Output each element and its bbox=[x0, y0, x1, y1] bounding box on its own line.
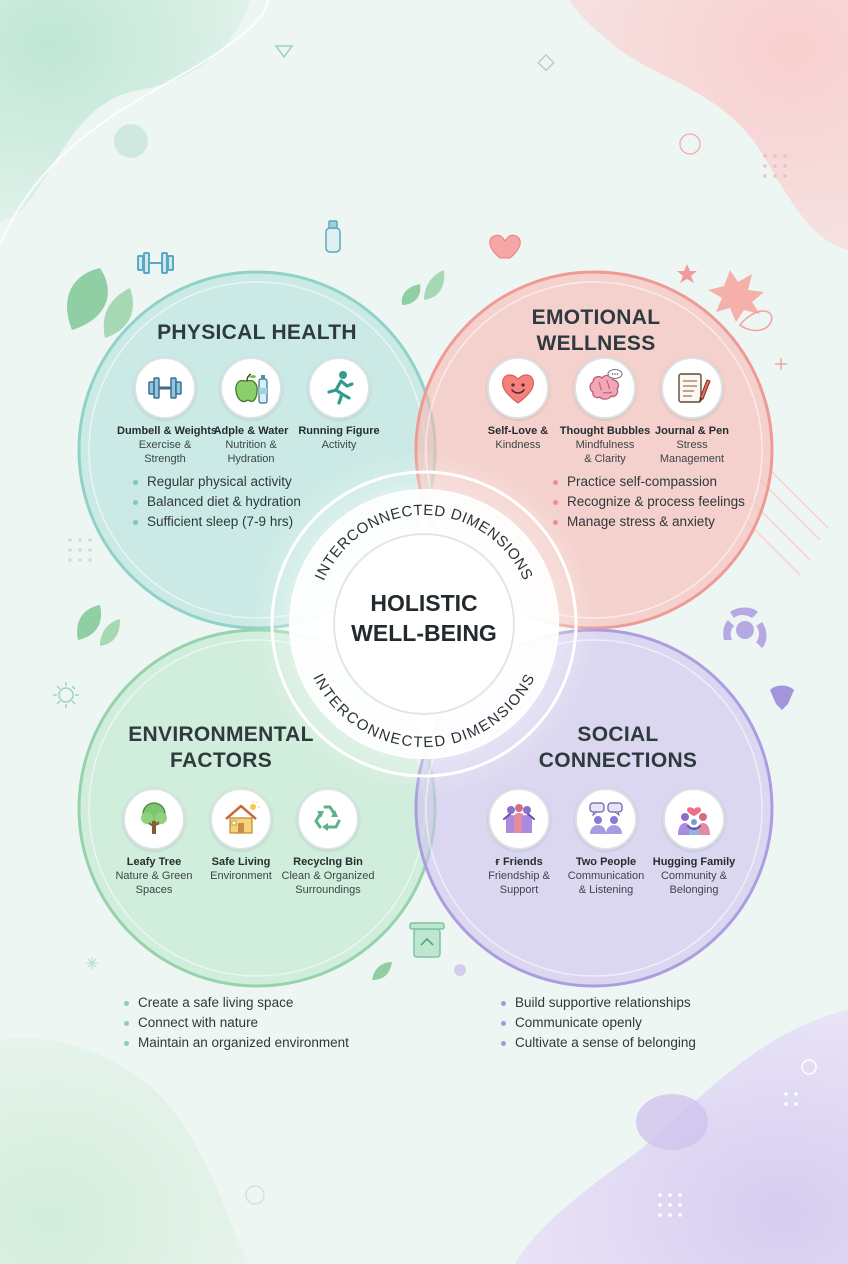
physical-icon-2: Adple & Water Nutrition & Hydration bbox=[203, 357, 299, 466]
icon-name: Dumbell & Weights bbox=[117, 425, 218, 437]
icon-desc: Communication & Listening bbox=[567, 870, 645, 896]
icon-desc: Clean & Organized Surroundings bbox=[281, 870, 375, 896]
abstract-people-decor-icon bbox=[723, 607, 794, 710]
icon-desc: Community & Belonging bbox=[660, 870, 728, 896]
list-item: Balanced diet & hydration bbox=[131, 492, 301, 512]
recycle-bin-icon bbox=[297, 788, 359, 850]
social-icon-1: ғ Friends Friendship & Support bbox=[471, 788, 567, 897]
apple-water-icon bbox=[220, 357, 282, 419]
list-item: Manage stress & anxiety bbox=[551, 512, 745, 532]
list-item: Sufficient sleep (7-9 hrs) bbox=[131, 512, 301, 532]
icon-name: Safe Living bbox=[211, 856, 271, 868]
environmental-title: ENVIRONMENTAL FACTORS bbox=[128, 723, 314, 772]
icon-desc: Nature & Green Spaces bbox=[115, 870, 193, 896]
list-item: Cultivate a sense of belonging bbox=[499, 1033, 696, 1053]
icon-name: Journal & Pen bbox=[655, 425, 729, 437]
maple-leaf-decor-icon bbox=[708, 270, 773, 332]
running-figure-icon bbox=[308, 357, 370, 419]
icon-name: Running Figure bbox=[298, 425, 380, 437]
icon-name: Two People bbox=[575, 856, 637, 868]
list-item: Communicate openly bbox=[499, 1013, 696, 1033]
two-people-icon bbox=[575, 788, 637, 850]
icon-desc: Activity bbox=[321, 439, 357, 451]
icon-desc: Kindness bbox=[495, 439, 541, 451]
physical-icon-1: Dumbell & Weights Exercise & Strength bbox=[117, 357, 218, 466]
list-item: Connect with nature bbox=[122, 1013, 349, 1033]
dumbbell-icon bbox=[134, 357, 196, 419]
physical-icon-3: Running Figure Activity bbox=[291, 357, 387, 452]
physical-title: PHYSICAL HEALTH bbox=[157, 321, 357, 344]
physical-bullets: Regular physical activity Balanced diet … bbox=[131, 472, 301, 532]
list-item: Recognize & process feelings bbox=[551, 492, 745, 512]
icon-desc: Mindfulness & Clarity bbox=[575, 439, 635, 465]
list-item: Create a safe living space bbox=[122, 993, 349, 1013]
environmental-icon-2: Safe Living Environment bbox=[193, 788, 289, 883]
environmental-icon-3: Recyclng Bin Clean & Organized Surroundi… bbox=[280, 788, 376, 897]
heart-decor-icon bbox=[489, 234, 521, 259]
journal-pen-icon bbox=[661, 357, 723, 419]
social-title: SOCIAL CONNECTIONS bbox=[538, 723, 698, 772]
icon-name: Hugging Family bbox=[652, 856, 736, 868]
social-bullets: Build supportive relationships Communica… bbox=[499, 993, 696, 1053]
heart-smile-icon bbox=[487, 357, 549, 419]
house-icon bbox=[210, 788, 272, 850]
icon-desc: Nutrition & Hydration bbox=[225, 439, 277, 465]
icon-desc: Environment bbox=[210, 870, 272, 882]
brain-bubble-icon bbox=[574, 357, 636, 419]
icon-name: ғ Friends bbox=[495, 856, 543, 868]
icon-desc: Exercise & Strength bbox=[138, 439, 192, 465]
list-item: Practice self-compassion bbox=[551, 472, 745, 492]
friends-icon bbox=[488, 788, 550, 850]
icon-name: Recyclng Bin bbox=[293, 856, 363, 868]
emotional-icon-1: Self-Love & Kindness bbox=[470, 357, 566, 452]
icon-desc: Stress Management bbox=[659, 439, 725, 465]
social-icon-2: Two People Communication & Listening bbox=[558, 788, 654, 897]
emotional-icon-3: Journal & Pen Stress Management bbox=[644, 357, 740, 466]
emotional-icon-2: Thought Bubbles Mindfulness & Clarity bbox=[557, 357, 653, 466]
water-bottle-decor-icon bbox=[325, 220, 341, 253]
center-title: HOLISTIC WELL-BEING bbox=[351, 590, 497, 646]
list-item: Regular physical activity bbox=[131, 472, 301, 492]
dumbbell-decor-icon bbox=[137, 252, 174, 274]
emotional-title: EMOTIONAL WELLNESS bbox=[531, 306, 661, 355]
list-item: Build supportive relationships bbox=[499, 993, 696, 1013]
environmental-bullets: Create a safe living space Connect with … bbox=[122, 993, 349, 1053]
social-icon-3: Hugging Family Community & Belonging bbox=[646, 788, 742, 897]
leaf-decor-icon bbox=[67, 268, 445, 980]
icon-name: Adple & Water bbox=[213, 425, 289, 437]
emotional-bullets: Practice self-compassion Recognize & pro… bbox=[551, 472, 745, 532]
icon-name: Thought Bubbles bbox=[559, 425, 651, 437]
icon-name: Leafy Tree bbox=[126, 856, 182, 868]
trash-can-decor-icon bbox=[409, 922, 445, 958]
tree-icon bbox=[123, 788, 185, 850]
environmental-icon-1: Leafy Tree Nature & Green Spaces bbox=[106, 788, 202, 897]
icon-name: Self-Love & bbox=[487, 425, 549, 437]
list-item: Maintain an organized environment bbox=[122, 1033, 349, 1053]
hugging-family-icon bbox=[663, 788, 725, 850]
icon-desc: Friendship & Support bbox=[488, 870, 550, 896]
